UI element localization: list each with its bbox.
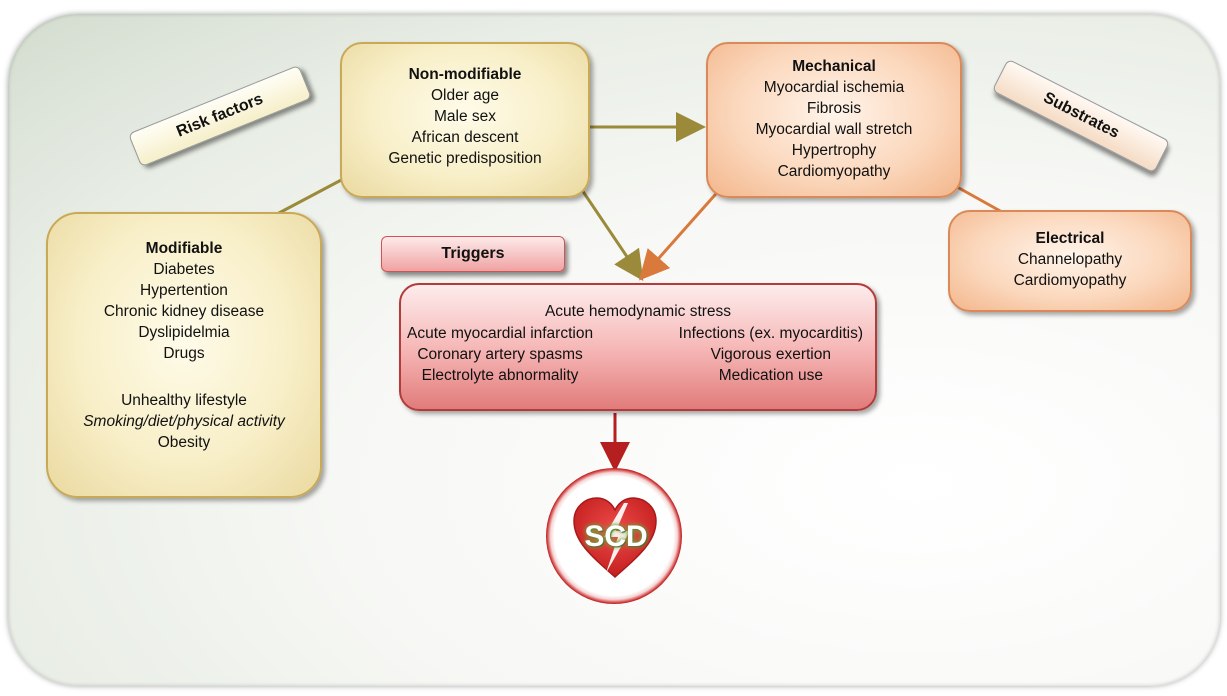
- trigger-item: Electrolyte abnormality: [421, 367, 579, 384]
- non-modifiable-item: African descent: [411, 129, 519, 146]
- electrical-item: Channelopathy: [1017, 251, 1123, 268]
- trigger-item: Vigorous exertion: [710, 346, 831, 363]
- non-modifiable-title: Non-modifiable: [408, 66, 522, 83]
- triggers-box: Acute hemodynamic stress Acute myocardia…: [399, 283, 877, 411]
- arrow-mechanical-to-triggers: [639, 186, 724, 281]
- obesity-item: Obesity: [157, 434, 211, 451]
- lifestyle-detail: Smoking/diet/physical activity: [83, 413, 285, 430]
- trigger-item: Medication use: [718, 367, 823, 384]
- trigger-columns: Acute myocardial infarction Coronary art…: [401, 323, 875, 386]
- modifiable-box: Modifiable Diabetes Hypertention Chronic…: [46, 212, 322, 498]
- non-modifiable-box: Non-modifiable Older age Male sex Africa…: [340, 42, 590, 198]
- trigger-left-column: Acute myocardial infarction Coronary art…: [407, 323, 593, 386]
- mechanical-item: Fibrosis: [806, 100, 862, 117]
- mechanical-item: Myocardial wall stretch: [755, 121, 913, 138]
- non-modifiable-item: Older age: [430, 87, 500, 104]
- non-modifiable-item: Male sex: [433, 108, 497, 125]
- trigger-right-column: Infections (ex. myocarditis) Vigorous ex…: [679, 323, 863, 386]
- spacer: [48, 364, 320, 390]
- modifiable-item: Dyslipidelmia: [138, 324, 230, 341]
- trigger-item: Acute myocardial infarction: [407, 325, 594, 342]
- modifiable-item: Diabetes: [153, 261, 215, 278]
- modifiable-item: Hypertention: [140, 282, 228, 299]
- non-modifiable-item: Genetic predisposition: [388, 150, 542, 167]
- modifiable-item: Drugs: [163, 345, 205, 362]
- modifiable-item: Chronic kidney disease: [103, 303, 265, 320]
- electrical-item: Cardiomyopathy: [1013, 272, 1127, 289]
- mechanical-item: Myocardial ischemia: [763, 79, 905, 96]
- mechanical-title: Mechanical: [792, 58, 876, 75]
- trigger-item: Coronary artery spasms: [417, 346, 583, 363]
- electrical-box: Electrical Channelopathy Cardiomyopathy: [948, 210, 1192, 312]
- mechanical-item: Cardiomyopathy: [777, 163, 891, 180]
- scd-label: SCD: [584, 520, 648, 553]
- arrow-nonmod-to-triggers: [578, 186, 644, 281]
- electrical-title: Electrical: [1035, 230, 1105, 247]
- trigger-item: Infections (ex. myocarditis): [678, 325, 863, 342]
- mechanical-box: Mechanical Myocardial ischemia Fibrosis …: [706, 42, 962, 198]
- mechanical-item: Hypertrophy: [791, 142, 877, 159]
- heart-icon: [573, 497, 657, 578]
- modifiable-title: Modifiable: [145, 240, 223, 257]
- lifestyle-title: Unhealthy lifestyle: [121, 392, 247, 409]
- lightning-icon: [604, 503, 630, 573]
- line-mechanical-to-electrical: [949, 181, 1003, 214]
- tag-triggers: Triggers: [381, 236, 565, 272]
- trigger-top: Acute hemodynamic stress: [544, 303, 732, 320]
